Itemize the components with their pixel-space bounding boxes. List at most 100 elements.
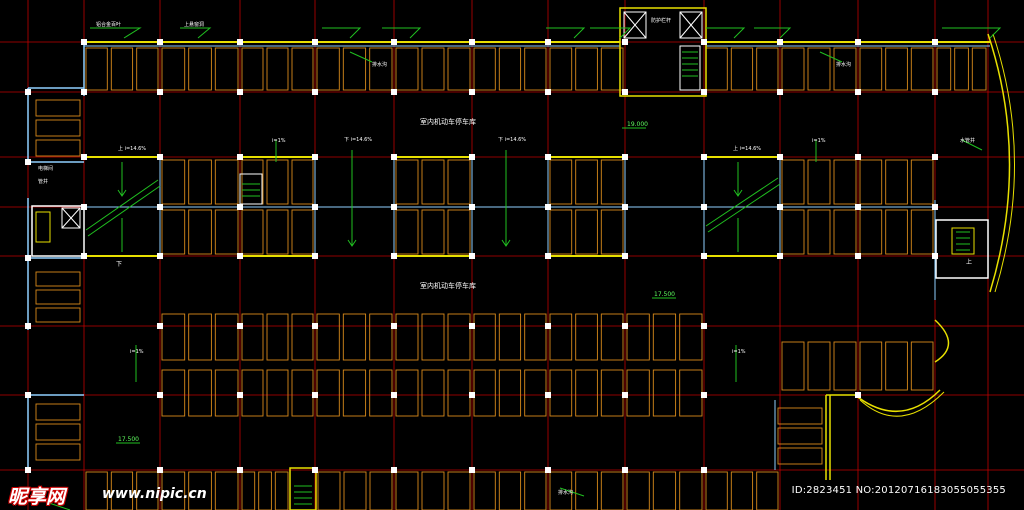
parking-stall <box>369 47 393 91</box>
structural-column <box>157 154 163 160</box>
parking-stall <box>161 47 186 91</box>
structural-column <box>932 89 938 95</box>
parking-stall <box>214 159 239 205</box>
structural-column <box>25 159 31 165</box>
parking-stall <box>498 369 522 417</box>
parking-stall <box>35 289 81 305</box>
parking-stall <box>241 47 264 91</box>
parking-stall <box>214 471 239 510</box>
structural-column <box>81 39 87 45</box>
parking-stall <box>549 471 573 510</box>
parking-stall <box>291 159 314 205</box>
parking-stall <box>214 209 239 255</box>
parking-stall <box>421 471 445 510</box>
structural-column <box>622 253 628 259</box>
structural-column <box>622 323 628 329</box>
parking-stall <box>266 159 289 205</box>
parking-stall <box>730 47 754 91</box>
structural-column <box>157 253 163 259</box>
parking-stall <box>936 47 952 91</box>
parking-stall <box>575 47 598 91</box>
ramp-label-down-a: 下 i=14.6% <box>344 137 372 143</box>
structural-column <box>469 467 475 473</box>
water-pump-label: 水管井 <box>960 137 975 144</box>
parking-stall <box>395 159 419 205</box>
parking-stall <box>35 139 81 157</box>
parking-stall <box>35 119 81 137</box>
structural-column <box>777 39 783 45</box>
structural-column <box>855 253 861 259</box>
parking-stall <box>473 471 496 510</box>
structural-column <box>469 154 475 160</box>
parking-stall <box>833 159 857 205</box>
structural-column <box>391 204 397 210</box>
parking-stall <box>498 471 522 510</box>
parking-stall <box>342 369 367 417</box>
zone-label-upper: 室内机动车停车库 <box>420 117 476 126</box>
parking-stall <box>85 471 108 510</box>
structural-column <box>701 467 707 473</box>
parking-stall <box>549 209 573 255</box>
structural-column <box>81 89 87 95</box>
parking-stall <box>498 313 522 361</box>
parking-stall <box>421 47 445 91</box>
parking-stall <box>575 313 598 361</box>
parking-stall <box>161 159 186 205</box>
structural-column <box>701 204 707 210</box>
structural-column <box>312 253 318 259</box>
structural-column <box>701 392 707 398</box>
structural-column <box>855 39 861 45</box>
parking-stall <box>910 159 934 205</box>
structural-column <box>701 323 707 329</box>
parking-stall <box>575 369 598 417</box>
parking-stall <box>161 471 186 510</box>
structural-column <box>237 204 243 210</box>
structural-column <box>157 89 163 95</box>
parking-stall <box>652 369 677 417</box>
parking-stall <box>188 471 212 510</box>
parking-stall <box>600 313 624 361</box>
structural-column <box>237 154 243 160</box>
parking-stall <box>291 209 314 255</box>
structural-column <box>312 89 318 95</box>
parking-stall <box>626 471 650 510</box>
parking-stall <box>600 159 624 205</box>
structural-column <box>469 323 475 329</box>
parking-stall <box>214 313 239 361</box>
parking-stall <box>342 313 367 361</box>
parking-stall <box>549 159 573 205</box>
structural-column <box>157 323 163 329</box>
parking-stall <box>781 47 805 91</box>
louver-label: 铝合金百叶 <box>96 21 121 28</box>
zone-label-lower: 室内机动车停车库 <box>420 281 476 290</box>
structural-column <box>391 323 397 329</box>
parking-stall <box>859 209 883 255</box>
parking-stall <box>600 471 624 510</box>
lobby-label: 电梯间 <box>38 165 53 172</box>
structural-column <box>622 467 628 473</box>
parking-stall <box>35 443 81 461</box>
parking-stall <box>498 47 522 91</box>
parking-stall <box>274 471 289 510</box>
parking-stall <box>679 471 703 510</box>
structural-column <box>855 204 861 210</box>
parking-stall <box>705 471 728 510</box>
parking-stall <box>473 313 496 361</box>
structural-column <box>545 392 551 398</box>
parking-stall <box>447 471 471 510</box>
parking-stall <box>781 209 805 255</box>
structural-column <box>932 253 938 259</box>
structural-columns <box>25 39 938 473</box>
parking-stalls <box>35 47 987 510</box>
drain-label-3: 排水沟 <box>558 489 573 496</box>
fire-vent-label: 防护栏杆 <box>651 17 671 24</box>
parking-stall <box>885 159 908 205</box>
parking-stall <box>35 99 81 117</box>
parking-stall <box>600 209 624 255</box>
parking-stall <box>266 209 289 255</box>
parking-stall <box>342 47 367 91</box>
structural-column <box>469 39 475 45</box>
parking-stall <box>777 407 823 425</box>
structural-column <box>469 204 475 210</box>
structural-column <box>312 204 318 210</box>
